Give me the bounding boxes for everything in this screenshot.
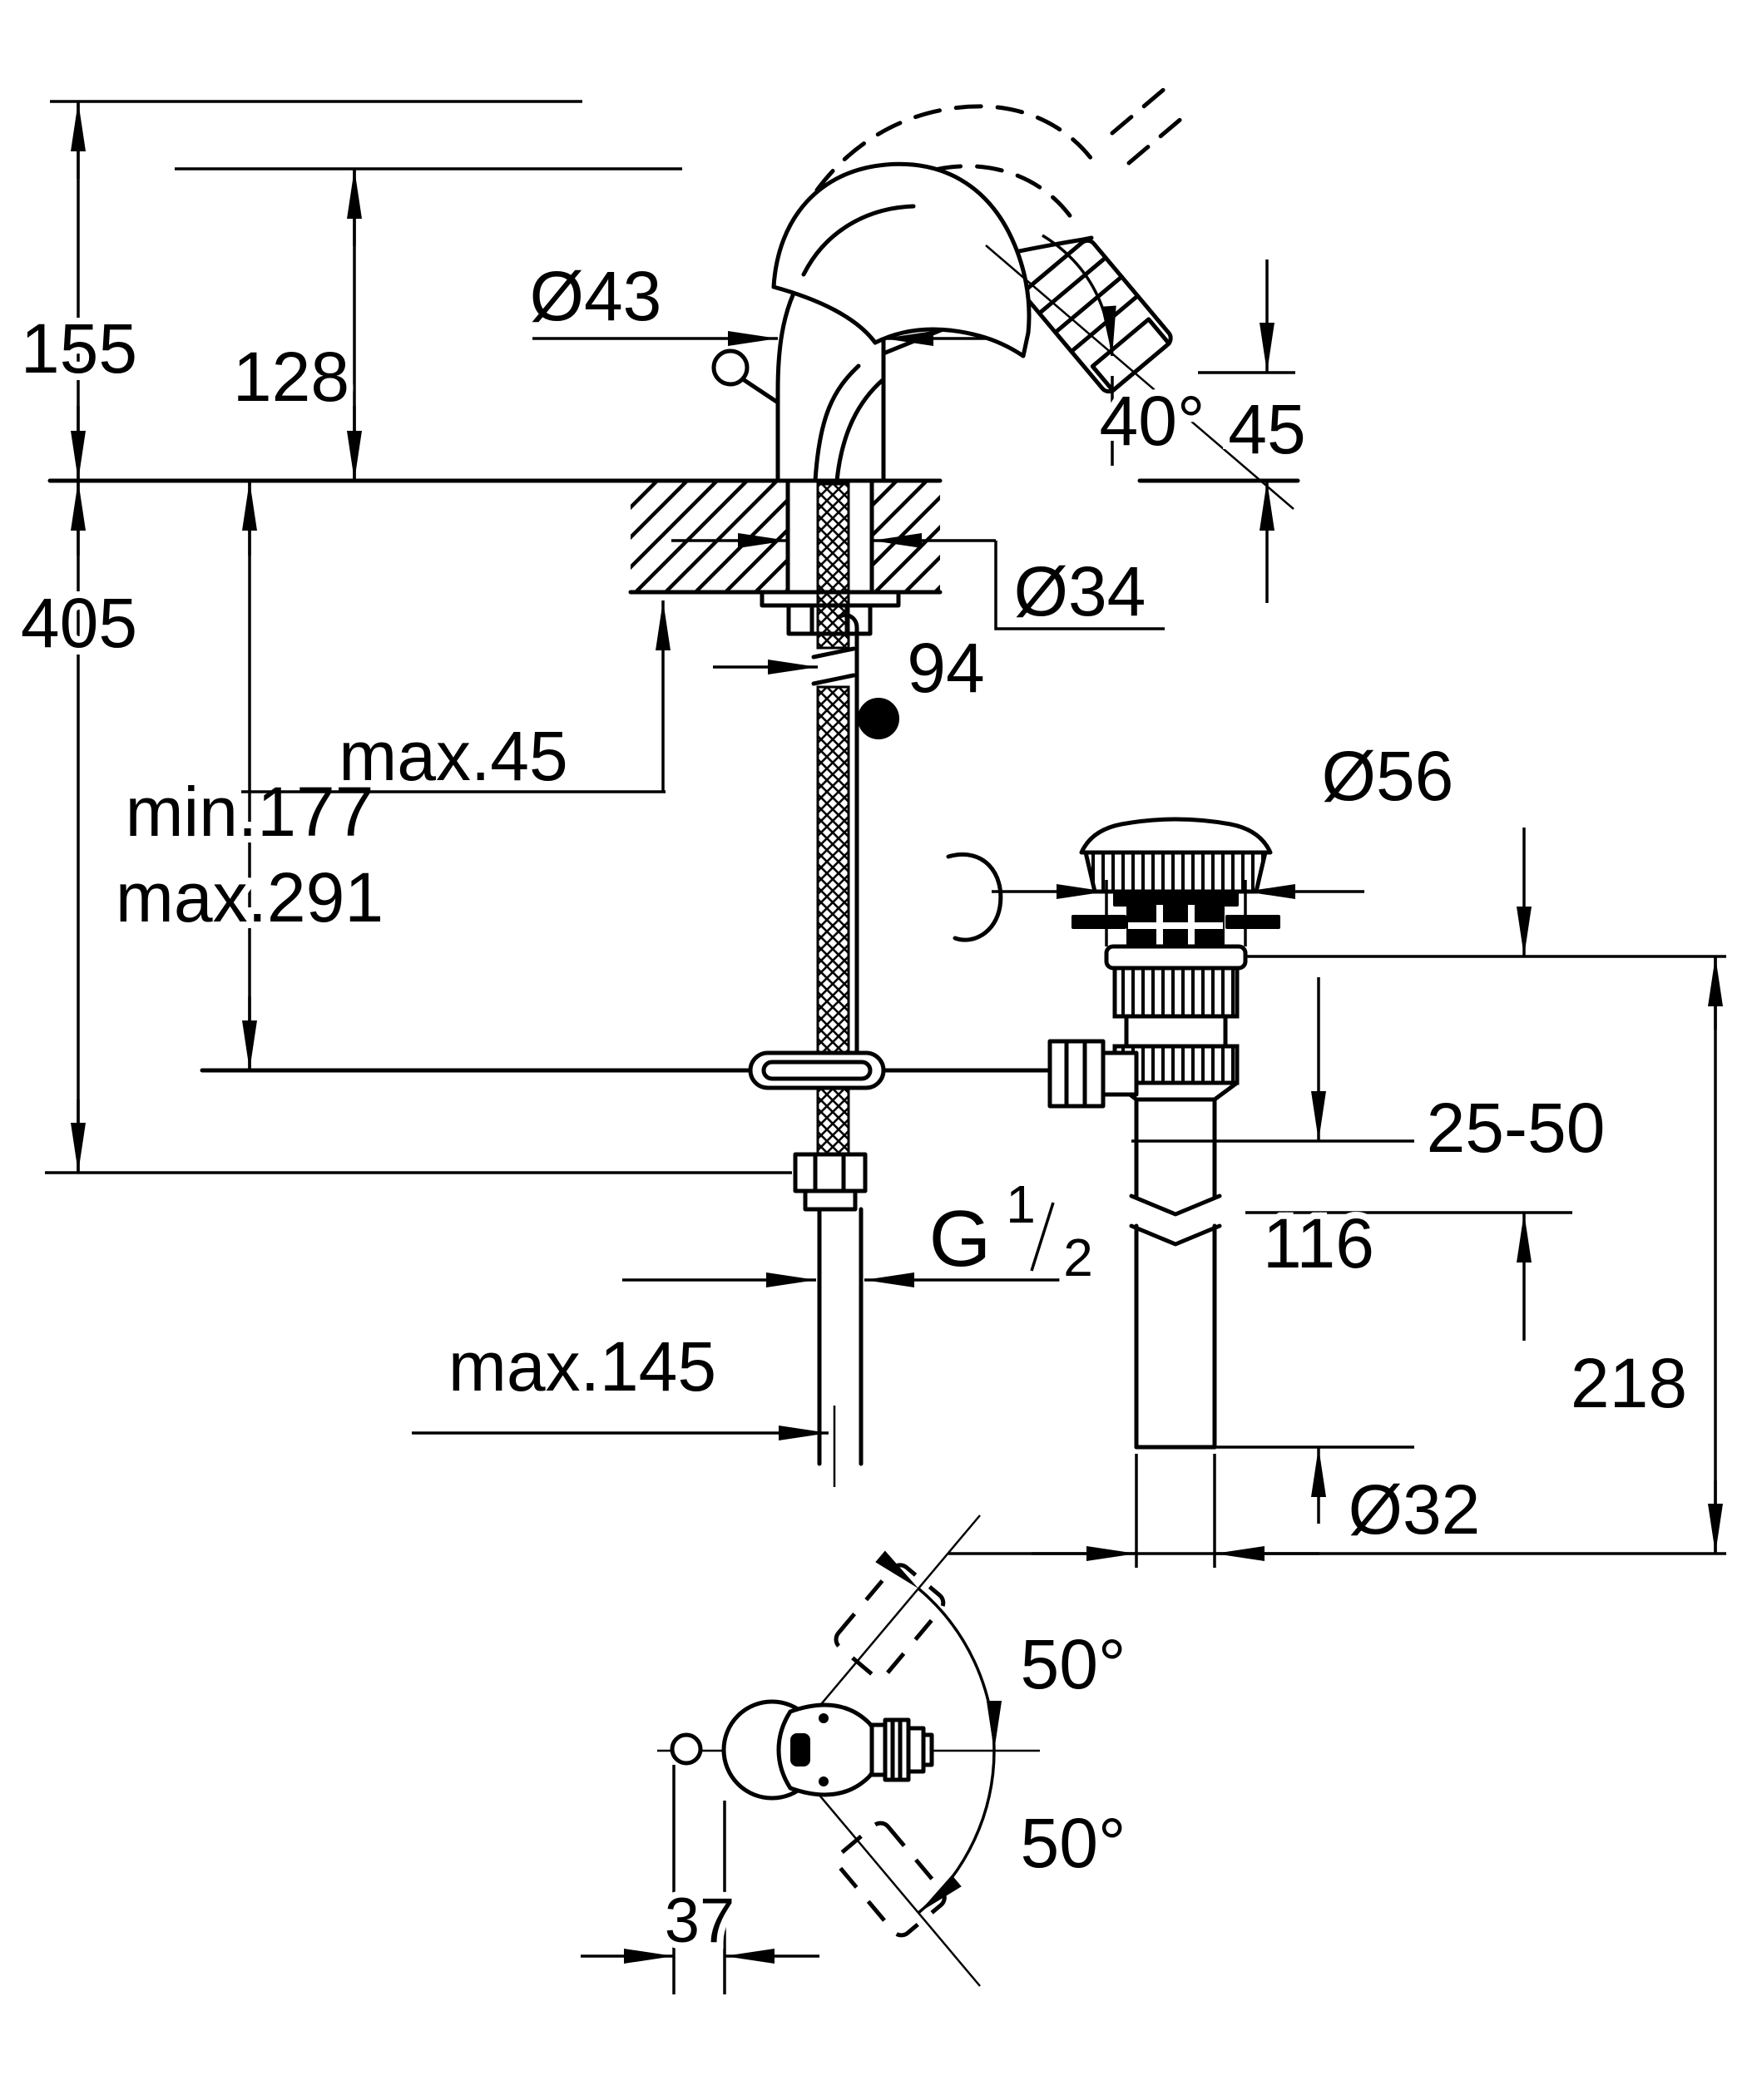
aerator-ring2 — [883, 1717, 911, 1782]
handle-solid — [771, 161, 1032, 358]
dim-label-37: 37 — [665, 1885, 735, 1956]
pull-rod-stem — [740, 377, 780, 405]
counter-hatch-left — [631, 482, 788, 590]
dimensions-side-view: 155 405 128 min.177 max.291 Ø43 Ø34 max.… — [14, 101, 1726, 1561]
rod-clevis-inner — [761, 1060, 873, 1081]
dim-label-d34: Ø34 — [1014, 552, 1146, 630]
rod-guide-hook — [946, 852, 1003, 942]
dim-label-50deg-down: 50° — [1020, 1804, 1126, 1882]
dimensions-top-view: 50° 50° 37 — [581, 1618, 1133, 1994]
dim-label-155: 155 — [21, 309, 137, 388]
dim-label-40deg: 40° — [1099, 382, 1205, 460]
rod-ball-joint — [858, 698, 899, 739]
dim-label-94: 94 — [907, 629, 984, 707]
pipe-break-upper — [1129, 1193, 1222, 1217]
faucet-top-view — [657, 1514, 1040, 1987]
dim-label-2550: 25-50 — [1427, 1089, 1606, 1167]
handle-dot-top — [819, 1713, 829, 1723]
waste-band — [1113, 890, 1239, 907]
pipe-break-lower — [1129, 1223, 1222, 1247]
dim-label-d32: Ø32 — [1349, 1470, 1481, 1549]
rod-side-nut — [1047, 1039, 1106, 1109]
aerator-ring3 — [906, 1726, 926, 1774]
hose-break-line1 — [811, 646, 856, 660]
waste-ring — [1124, 1014, 1228, 1049]
dim-label-g-num: 1 — [1006, 1174, 1036, 1234]
arc-50deg-down — [917, 1700, 1002, 1915]
handle-accent-line — [801, 204, 916, 277]
pull-rod-knob — [711, 348, 750, 387]
aerator-axis-line — [985, 245, 1294, 510]
dim-label-45: 45 — [1228, 390, 1305, 468]
handle-dot-bottom — [819, 1776, 829, 1786]
arc-50deg-up — [875, 1550, 1002, 1752]
faucet-side-view — [711, 85, 1185, 483]
popup-pull-rod-vertical — [836, 613, 859, 1055]
dim-label-g: G — [929, 1194, 992, 1283]
dim-label-min177: min.177 — [126, 773, 374, 851]
dim-label-g-den: 2 — [1063, 1228, 1093, 1287]
handle-slot — [790, 1733, 810, 1766]
hose-braid-upper — [816, 482, 850, 650]
popup-waste-assembly — [1047, 817, 1280, 1568]
hose-break-line2 — [811, 673, 856, 686]
waste-flange — [1104, 944, 1248, 971]
knob-top-view — [670, 1732, 703, 1766]
rod-side-nut-boss — [1101, 1050, 1139, 1097]
countertop-section — [628, 480, 943, 595]
rod-clevis-outer — [748, 1050, 886, 1090]
counter-hatch-right — [872, 482, 940, 590]
handle-top-view — [776, 1702, 874, 1797]
handle-dashed-down — [835, 1821, 947, 1938]
dim-label-max145: max.145 — [448, 1327, 716, 1406]
waste-wing-right — [1225, 915, 1280, 929]
dim-label-max45: max.45 — [339, 717, 567, 795]
reference-lines — [47, 100, 1300, 483]
body-contour-1 — [813, 363, 861, 483]
waste-plug-dome — [1079, 817, 1273, 855]
dim-label-405: 405 — [21, 584, 137, 662]
handle-raised-tip-line1 — [1110, 85, 1169, 136]
arc-40deg — [1042, 234, 1116, 357]
dim-label-50deg-up: 50° — [1020, 1625, 1126, 1703]
dim-label-128: 128 — [233, 338, 349, 416]
hose-collar — [803, 1188, 858, 1212]
leader-d34 — [994, 541, 1165, 630]
waste-wing-left — [1071, 915, 1126, 929]
fraction-slash — [1030, 1202, 1055, 1272]
waste-knurled-ring — [1112, 966, 1240, 1019]
handle-dashed-up — [834, 1563, 946, 1680]
dim-label-218: 218 — [1571, 1344, 1687, 1422]
hose-nut — [793, 1152, 868, 1193]
handle-raised-tip-line2 — [1126, 115, 1185, 166]
dim-label-d56: Ø56 — [1322, 737, 1454, 815]
dim-label-max291: max.291 — [116, 858, 384, 936]
waste-knurled-cap — [1082, 850, 1269, 894]
under-counter-assembly — [200, 482, 1052, 1487]
aerator — [1023, 238, 1173, 394]
dim-label-d43: Ø43 — [530, 257, 662, 335]
aerator-tip — [921, 1732, 934, 1767]
dim-label-116: 116 — [1263, 1204, 1374, 1282]
body-contour-2 — [834, 377, 886, 483]
